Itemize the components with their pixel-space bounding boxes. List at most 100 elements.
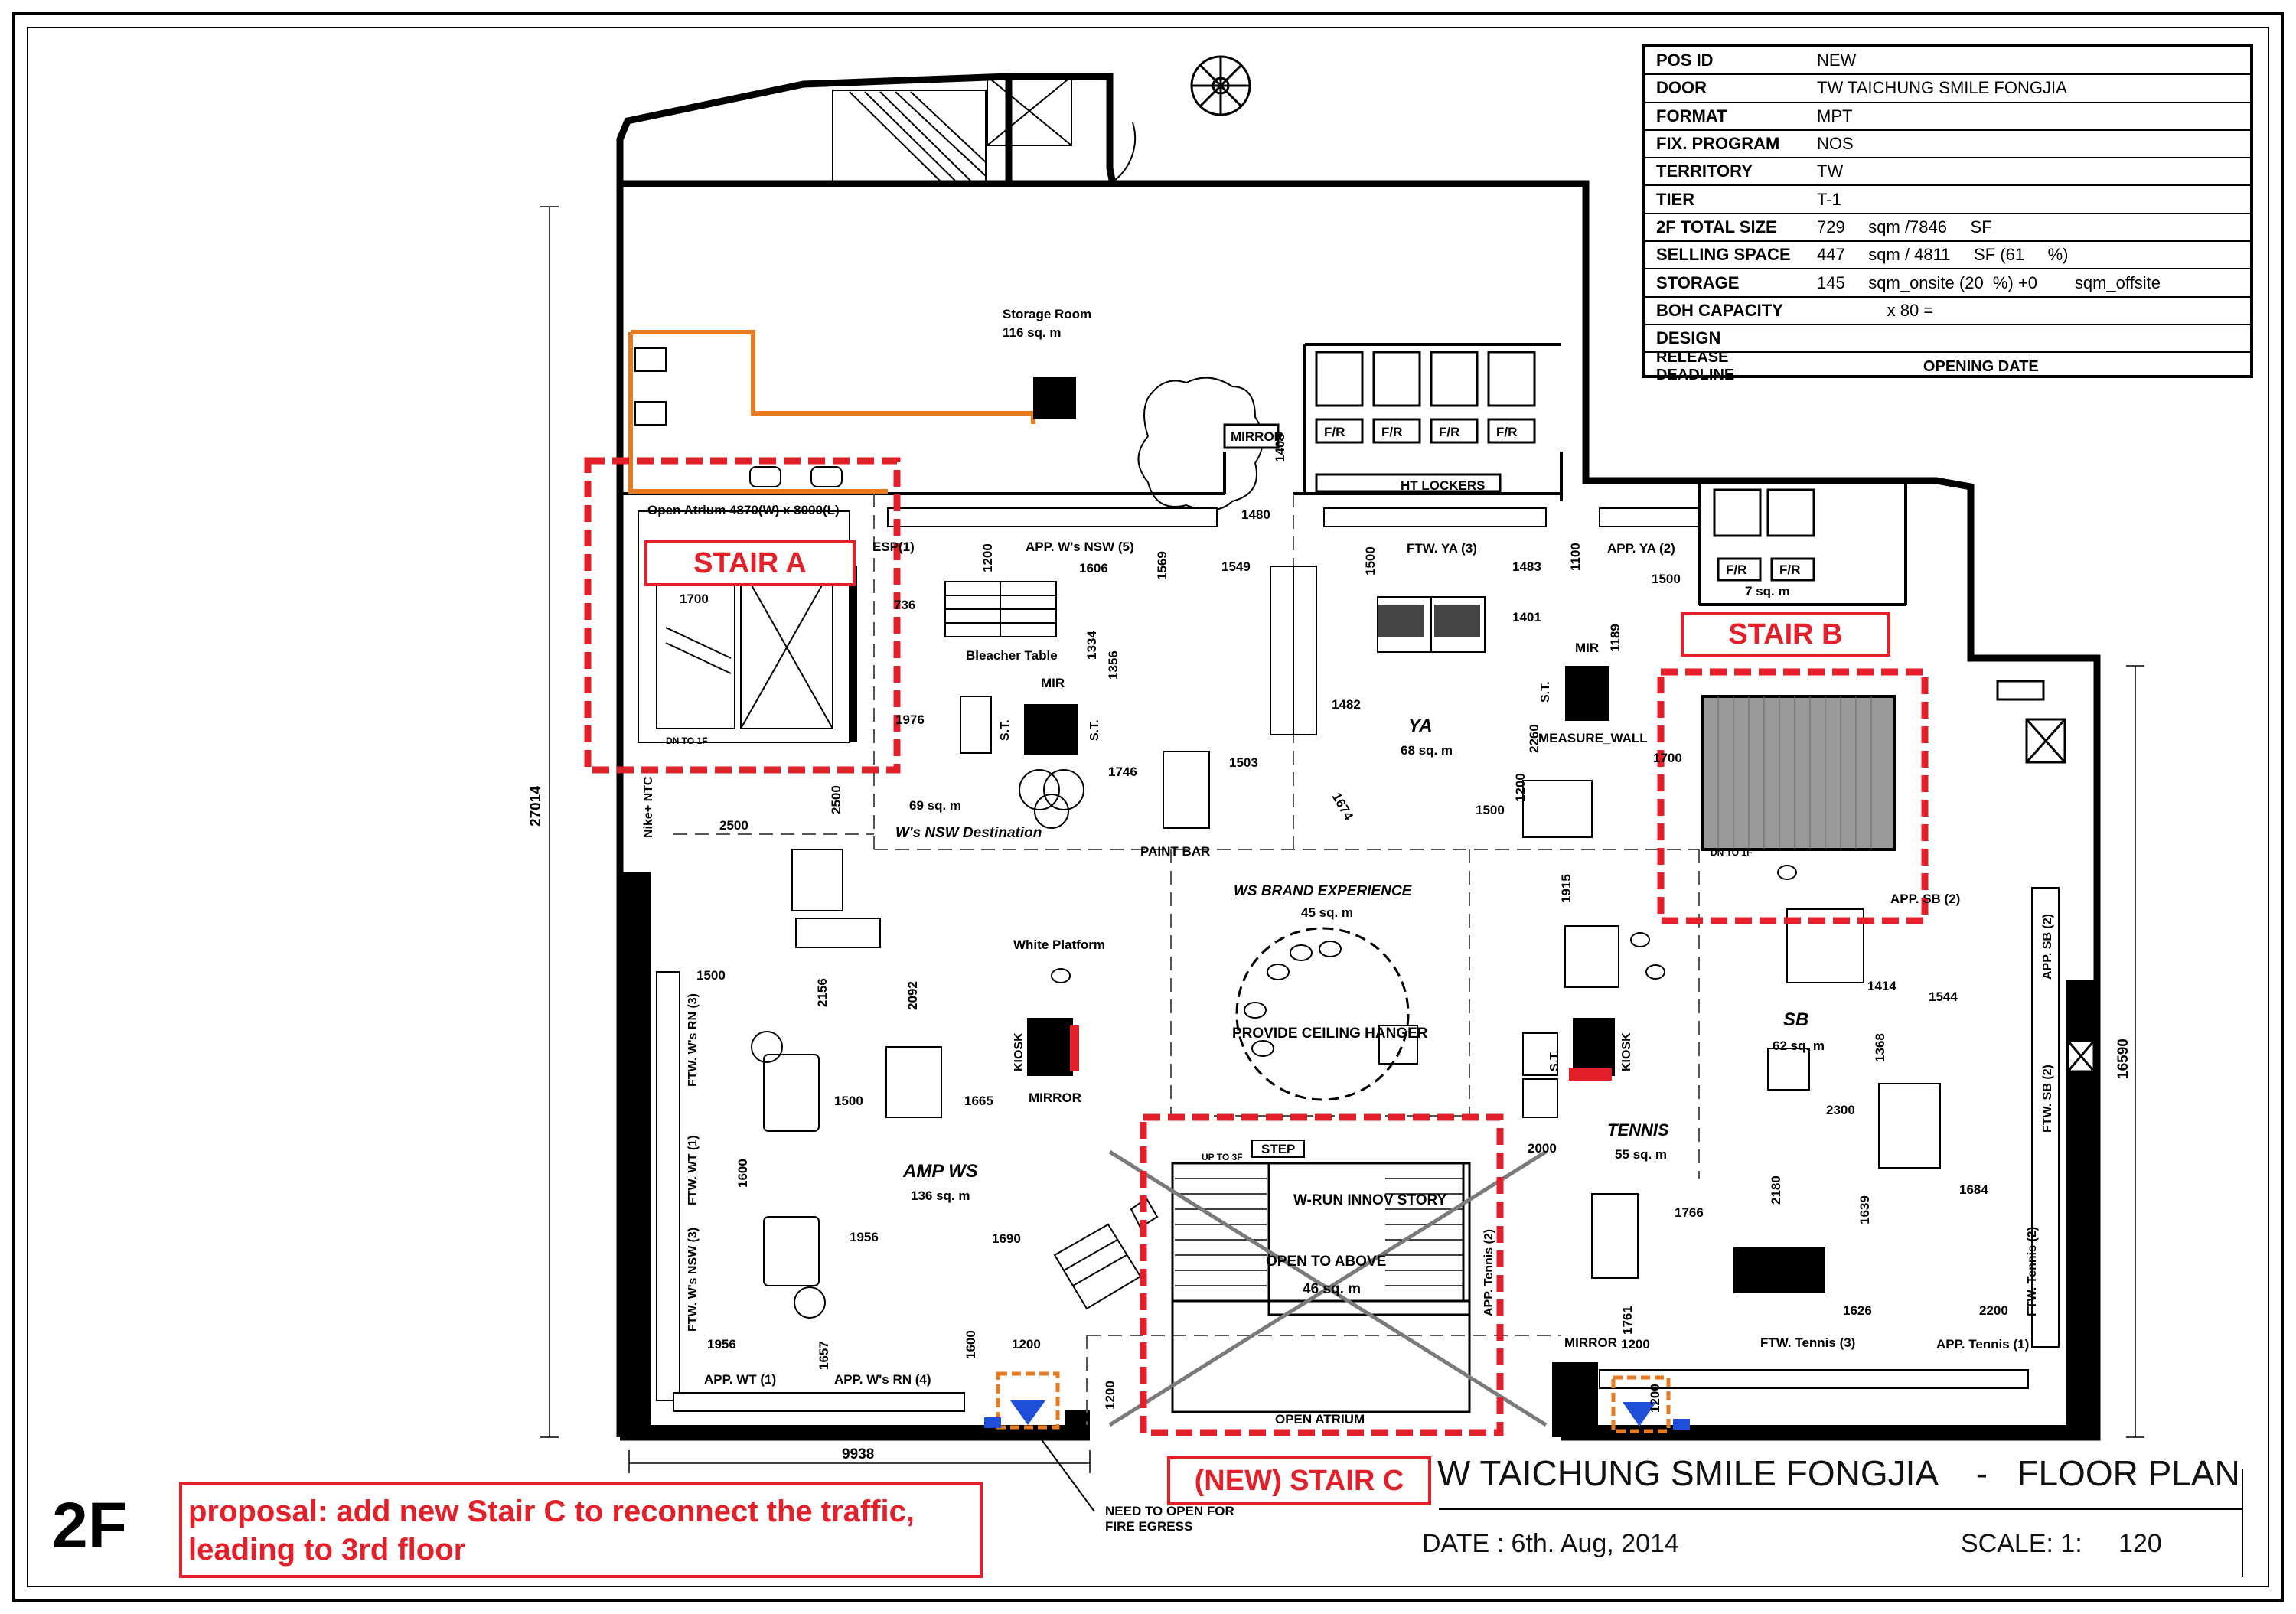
- title-value: 729 sqm /7846 SF: [1817, 217, 1992, 236]
- toilets-left: [634, 347, 843, 487]
- dim-label: 1356: [1106, 650, 1120, 680]
- label-storage-room: Storage Room: [1003, 307, 1091, 321]
- label-ws-nsw-area: 69 sq. m: [909, 798, 961, 813]
- dim-label: 1761: [1620, 1306, 1635, 1335]
- dim-label: 2500: [719, 818, 748, 833]
- dim-label: 1100: [1568, 543, 1583, 571]
- dim-label: 1200: [1012, 1337, 1041, 1352]
- label-sb-area: 62 sq. m: [1773, 1039, 1825, 1053]
- sheet-border-inner: [27, 27, 2269, 1587]
- dim-label: 1500: [1363, 546, 1378, 575]
- dim-label: 1200: [1513, 773, 1528, 802]
- dim-label: 1544: [1929, 990, 1958, 1004]
- plan-text-vertical: Nike+ NTC FTW. W's RN (3) FTW. WT (1) FT…: [528, 681, 2131, 1332]
- dim-label: 1480: [1241, 507, 1270, 522]
- stair-c-label: (NEW) STAIR C: [1167, 1456, 1431, 1505]
- label-up-to-3f: UP TO 3F: [1202, 1152, 1243, 1162]
- label-ftw-sb: FTW. SB (2): [2041, 1065, 2054, 1133]
- dim-label: 1606: [1079, 561, 1108, 575]
- dim-label: 1600: [964, 1330, 978, 1359]
- label-app-tennis-v: APP. Tennis (2): [1482, 1229, 1495, 1316]
- dim-label: 1674: [1329, 791, 1357, 823]
- label-ftw-ws-rn: FTW. W's RN (3): [687, 993, 700, 1087]
- kiosk-red-marker-2: [1569, 1068, 1612, 1081]
- dim-label: 1200: [1103, 1381, 1117, 1410]
- dim-label: 1956: [850, 1230, 879, 1244]
- dim-label: 1665: [964, 1094, 993, 1108]
- label-ya: YA: [1408, 716, 1433, 736]
- title-value: NEW: [1817, 51, 1857, 70]
- title-key: POS ID: [1656, 51, 1714, 70]
- dim-label: 2156: [815, 978, 830, 1007]
- dim-label: 1500: [1476, 803, 1505, 817]
- mannequins: [1051, 865, 1797, 1057]
- title-key: 2F TOTAL SIZE: [1656, 217, 1777, 236]
- label-app-sb-v: APP. SB (2): [2041, 914, 2054, 980]
- dim-numbers: 1700 736 1606 1549 1483 1500 1401 1482 1…: [680, 433, 2008, 1413]
- label-need-egress: NEED TO OPEN FOR: [1105, 1504, 1234, 1518]
- label-mir-2: MIR: [1575, 641, 1599, 655]
- dim-label: 736: [894, 598, 915, 612]
- label-st-2: S.T.: [1088, 719, 1101, 741]
- sheet-border-outer: [12, 12, 2284, 1602]
- dim-label: 1639: [1857, 1195, 1872, 1224]
- label-dn-1f-a: DN TO 1F: [666, 735, 707, 746]
- title-key: TERRITORY: [1656, 161, 1753, 181]
- dim-label: 1500: [1652, 572, 1681, 586]
- label-nike-ntc: Nike+ NTC: [642, 776, 655, 838]
- callout-frames: [584, 457, 1929, 1436]
- label-ftw-ya: FTW. YA (3): [1407, 541, 1477, 556]
- label-ftw-ws-nsw: FTW. W's NSW (3): [687, 1228, 700, 1332]
- label-dim-width-bottom: 9938: [842, 1446, 874, 1462]
- label-ftw-wt: FTW. WT (1): [687, 1135, 700, 1205]
- service-blocks-right: [1996, 680, 2095, 1073]
- dim-label: 1746: [1108, 765, 1137, 779]
- label-open-atrium-bottom: OPEN ATRIUM: [1275, 1412, 1365, 1427]
- label-fire-egress: FIRE EGRESS: [1105, 1519, 1192, 1534]
- label-st-3: S.T.: [1539, 681, 1552, 703]
- dim-label: 2260: [1527, 724, 1541, 753]
- label-tennis-area: 55 sq. m: [1615, 1147, 1667, 1162]
- restroom-outline: [631, 330, 1035, 424]
- label-ceiling-hanger: PROVIDE CEILING HANGER: [1232, 1025, 1428, 1042]
- label-amp-ws-area: 136 sq. m: [911, 1188, 970, 1203]
- label-st-4: S.T.: [1548, 1050, 1561, 1071]
- label-app-ya: APP. YA (2): [1607, 541, 1675, 556]
- title-value: OPENING DATE: [1817, 357, 2039, 375]
- title-key: TIER: [1656, 189, 1695, 209]
- title-key: FORMAT: [1656, 106, 1727, 126]
- dim-label: 1483: [1512, 559, 1541, 574]
- label-dn-1f-b: DN TO 1F: [1711, 847, 1752, 858]
- dim-label: 1700: [680, 592, 709, 606]
- kiosk-red-marker: [1070, 1025, 1079, 1071]
- label-kiosk-1: KIOSK: [1013, 1032, 1026, 1071]
- label-app-sb: APP. SB (2): [1890, 892, 1960, 906]
- label-paint-bar: PAINT BAR: [1140, 844, 1210, 859]
- title-row-design: DESIGN: [1645, 325, 2250, 354]
- label-ws-nsw-dest: W's NSW Destination: [895, 825, 1042, 841]
- label-esp: ESP(1): [872, 540, 915, 554]
- stair-b-hatch: [1717, 696, 1872, 849]
- dim-label: 2200: [1979, 1303, 2008, 1318]
- label-open-area: 46 sq. m: [1303, 1281, 1361, 1297]
- egress-leader: [1040, 1438, 1095, 1512]
- title-value: x 80 =: [1817, 300, 1934, 320]
- title-row-total-size: 2F TOTAL SIZE 729 sqm /7846 SF: [1645, 214, 2250, 243]
- label-fr-1: F/R: [1324, 425, 1345, 439]
- dim-label: 1414: [1867, 979, 1896, 993]
- label-mirror-bottom: MIRROR: [1564, 1335, 1617, 1350]
- label-fr-5: F/R: [1726, 562, 1746, 577]
- label-sb: SB: [1783, 1009, 1808, 1030]
- sheet-title: W TAICHUNG SMILE FONGJIA - FLOOR PLAN: [1437, 1453, 2240, 1493]
- title-value: 447 sqm / 4811 SF (61 %): [1817, 245, 2069, 265]
- dim-label: 1684: [1959, 1182, 1988, 1197]
- proposal-line-1: proposal: add new Stair C to reconnect t…: [188, 1495, 915, 1528]
- dim-label: 1690: [992, 1231, 1021, 1246]
- label-app-wt: APP. WT (1): [704, 1372, 776, 1387]
- label-tennis: TENNIS: [1607, 1120, 1669, 1140]
